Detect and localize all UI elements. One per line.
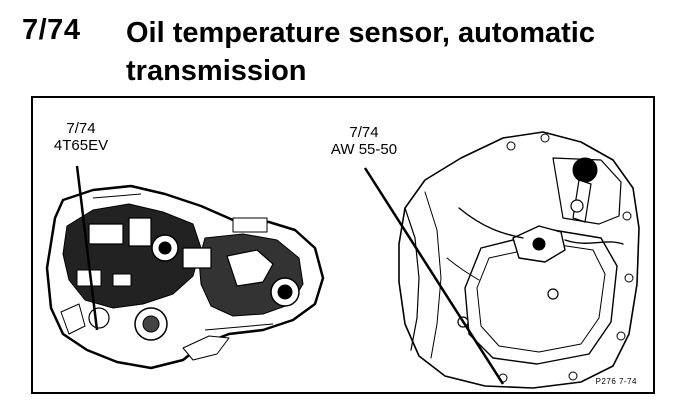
callout-aw5550: 7/74 AW 55-50 xyxy=(309,124,419,158)
section-title: Oil temperature sensor, automatic transm… xyxy=(126,17,595,87)
section-number: 7/74 xyxy=(22,14,81,46)
callout-leader-right xyxy=(363,167,505,385)
figure-id: P276 7-74 xyxy=(595,377,637,386)
transmission-illustration: 7/74 4T65EV 7/74 AW 55-50 P276 7-74 xyxy=(31,96,655,394)
callout-model-right: AW 55-50 xyxy=(330,141,398,158)
transmission-4t65ev-drawing xyxy=(45,184,325,370)
callout-ref-right: 7/74 xyxy=(349,124,379,141)
callout-ref-left: 7/74 xyxy=(66,120,96,137)
transmission-drawings xyxy=(45,131,640,389)
callout-leader-left xyxy=(75,165,99,331)
callout-4t65ev: 7/74 4T65EV xyxy=(51,120,111,154)
callout-model-left: 4T65EV xyxy=(53,137,109,154)
transmission-aw5550-drawing xyxy=(398,131,640,389)
